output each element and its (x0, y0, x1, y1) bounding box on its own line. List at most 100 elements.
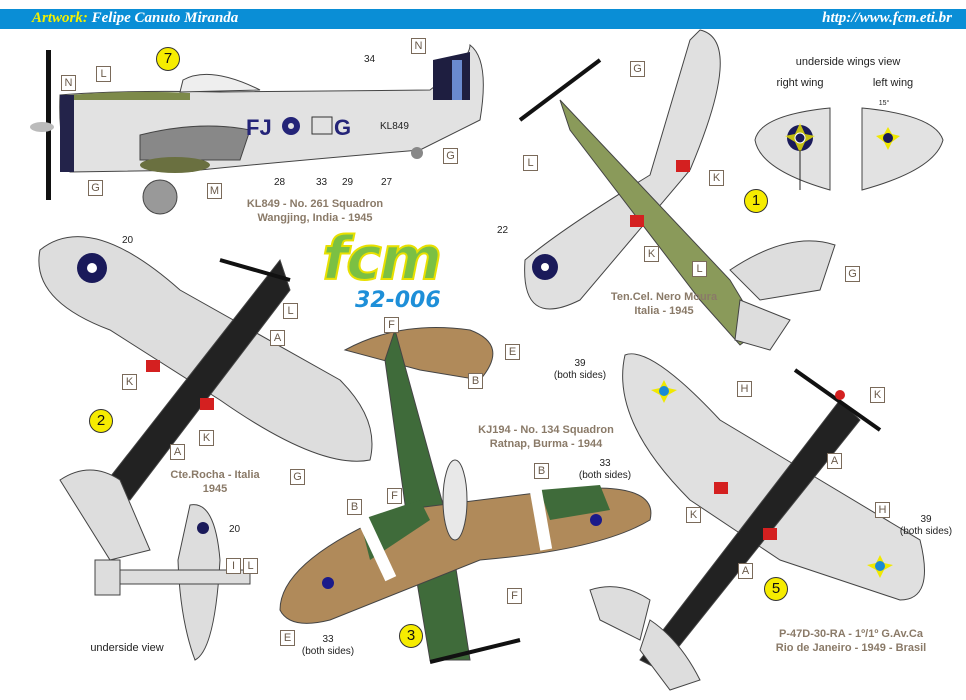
callout-box: E (505, 344, 520, 360)
fcm-logo: fcm (321, 224, 443, 294)
caption-line: Ten.Cel. Nero Moura (610, 291, 718, 303)
both-sides-note: (both sides) (578, 470, 632, 481)
decal-number: 20 (122, 235, 134, 246)
spinner (30, 122, 54, 132)
callout-box: F (507, 588, 522, 604)
callout-box: F (387, 488, 402, 504)
decal-number: 22 (497, 225, 509, 236)
decal-id: 33 (322, 634, 334, 645)
squadron-code: FJ (246, 115, 272, 140)
tail-wheel (411, 147, 423, 159)
callout-box: K (686, 507, 701, 523)
artwork-credit: Artwork: Felipe Canuto Miranda (32, 10, 238, 27)
underside-view-label: underside view (90, 642, 164, 654)
decal-number: 33(both sides) (298, 634, 358, 658)
callout-box: E (280, 630, 295, 646)
aircraft-top-view-3 (279, 327, 652, 664)
wing-root (139, 125, 251, 161)
callout-box: K (709, 170, 724, 186)
callout-box: A (270, 330, 285, 346)
callout-box: I (226, 558, 241, 574)
underside-wings-title: underside wings view (795, 56, 901, 68)
aircraft-side-view-7: FJ G KL849 (30, 43, 484, 215)
decal-number: 20 (229, 524, 241, 535)
callout-box: A (827, 453, 842, 469)
olive-panel (70, 91, 190, 100)
callout-box: N (411, 38, 426, 54)
callout-box: B (534, 463, 549, 479)
callout-box: G (88, 180, 103, 196)
caption-line: Wangjing, India - 1945 (257, 212, 373, 224)
decal-id: 39 (574, 358, 586, 369)
callout-box: G (630, 61, 645, 77)
header-bar: Artwork: Felipe Canuto Miranda http://ww… (0, 9, 966, 29)
callout-box: A (738, 563, 753, 579)
decal-number: 39(both sides) (896, 514, 956, 538)
decal-number: 33 (316, 177, 328, 188)
caption-line: Rio de Janeiro - 1949 - Brasil (775, 642, 927, 654)
artist-name: Felipe Canuto Miranda (91, 10, 239, 26)
canopy (179, 73, 261, 93)
aircraft-top-view-1 (518, 29, 836, 351)
website-link[interactable]: http://www.fcm.eti.br (822, 10, 952, 26)
decal-id: 33 (599, 458, 611, 469)
callout-box: K (199, 430, 214, 446)
caption-line: KL849 - No. 261 Squadron (246, 198, 384, 210)
profile-number-7: 7 (156, 47, 180, 71)
fin-flash-blue (452, 60, 462, 100)
callout-box: M (207, 183, 222, 199)
artwork-label: Artwork: (32, 10, 88, 26)
callout-box: L (96, 66, 111, 82)
main-wheel (142, 179, 178, 215)
drop-tank (140, 157, 210, 173)
caption-line: Ratnap, Burma - 1944 (489, 438, 603, 450)
callout-box: A (170, 444, 185, 460)
callout-box: G (845, 266, 860, 282)
aircraft-top-view-2 (38, 236, 373, 561)
callout-box: G (443, 148, 458, 164)
underside-wings-view (754, 107, 944, 191)
profile-number-2: 2 (89, 409, 113, 433)
aircraft-top-view-5 (589, 353, 925, 691)
both-sides-note: (both sides) (899, 526, 953, 537)
caption-line: KJ194 - No. 134 Squadron (478, 424, 614, 436)
caption-line: Cte.Rocha - Italia (170, 469, 260, 481)
callout-box: N (61, 75, 76, 91)
profile-number-3: 3 (399, 624, 423, 648)
callout-box: K (870, 387, 885, 403)
callout-box: K (644, 246, 659, 262)
decal-number: 27 (381, 177, 393, 188)
callout-box: L (243, 558, 258, 574)
callout-box: G (290, 469, 305, 485)
both-sides-note: (both sides) (553, 370, 607, 381)
callout-box: K (122, 374, 137, 390)
callout-box: B (347, 499, 362, 515)
callout-box: L (283, 303, 298, 319)
aircraft-letter: G (334, 115, 351, 140)
decal-number: 28 (274, 177, 286, 188)
decal-id: 39 (920, 514, 932, 525)
profile-number-1: 1 (744, 189, 768, 213)
callout-box: H (737, 381, 752, 397)
decal-number: 34 (364, 54, 376, 65)
decal-number: 39(both sides) (550, 358, 610, 382)
sheet-code: 32-006 (355, 288, 441, 313)
caption-2: Cte.Rocha - Italia 1945 (170, 468, 259, 496)
caption-line: 1945 (202, 483, 228, 495)
callout-box: H (875, 502, 890, 518)
decal-number: 29 (342, 177, 354, 188)
right-wing-label: right wing (776, 77, 824, 89)
callout-box: F (384, 317, 399, 333)
callout-box: L (523, 155, 538, 171)
left-wing-label: left wing (872, 77, 914, 89)
decal-number: 33(both sides) (575, 458, 635, 482)
serial-number: KL849 (380, 121, 409, 132)
aircraft-underside-view (94, 504, 251, 661)
cowl-ring (60, 95, 74, 172)
callout-box: L (692, 261, 707, 277)
caption-line: P-47D-30-RA - 1º/1º G.Av.Ca (779, 628, 923, 640)
